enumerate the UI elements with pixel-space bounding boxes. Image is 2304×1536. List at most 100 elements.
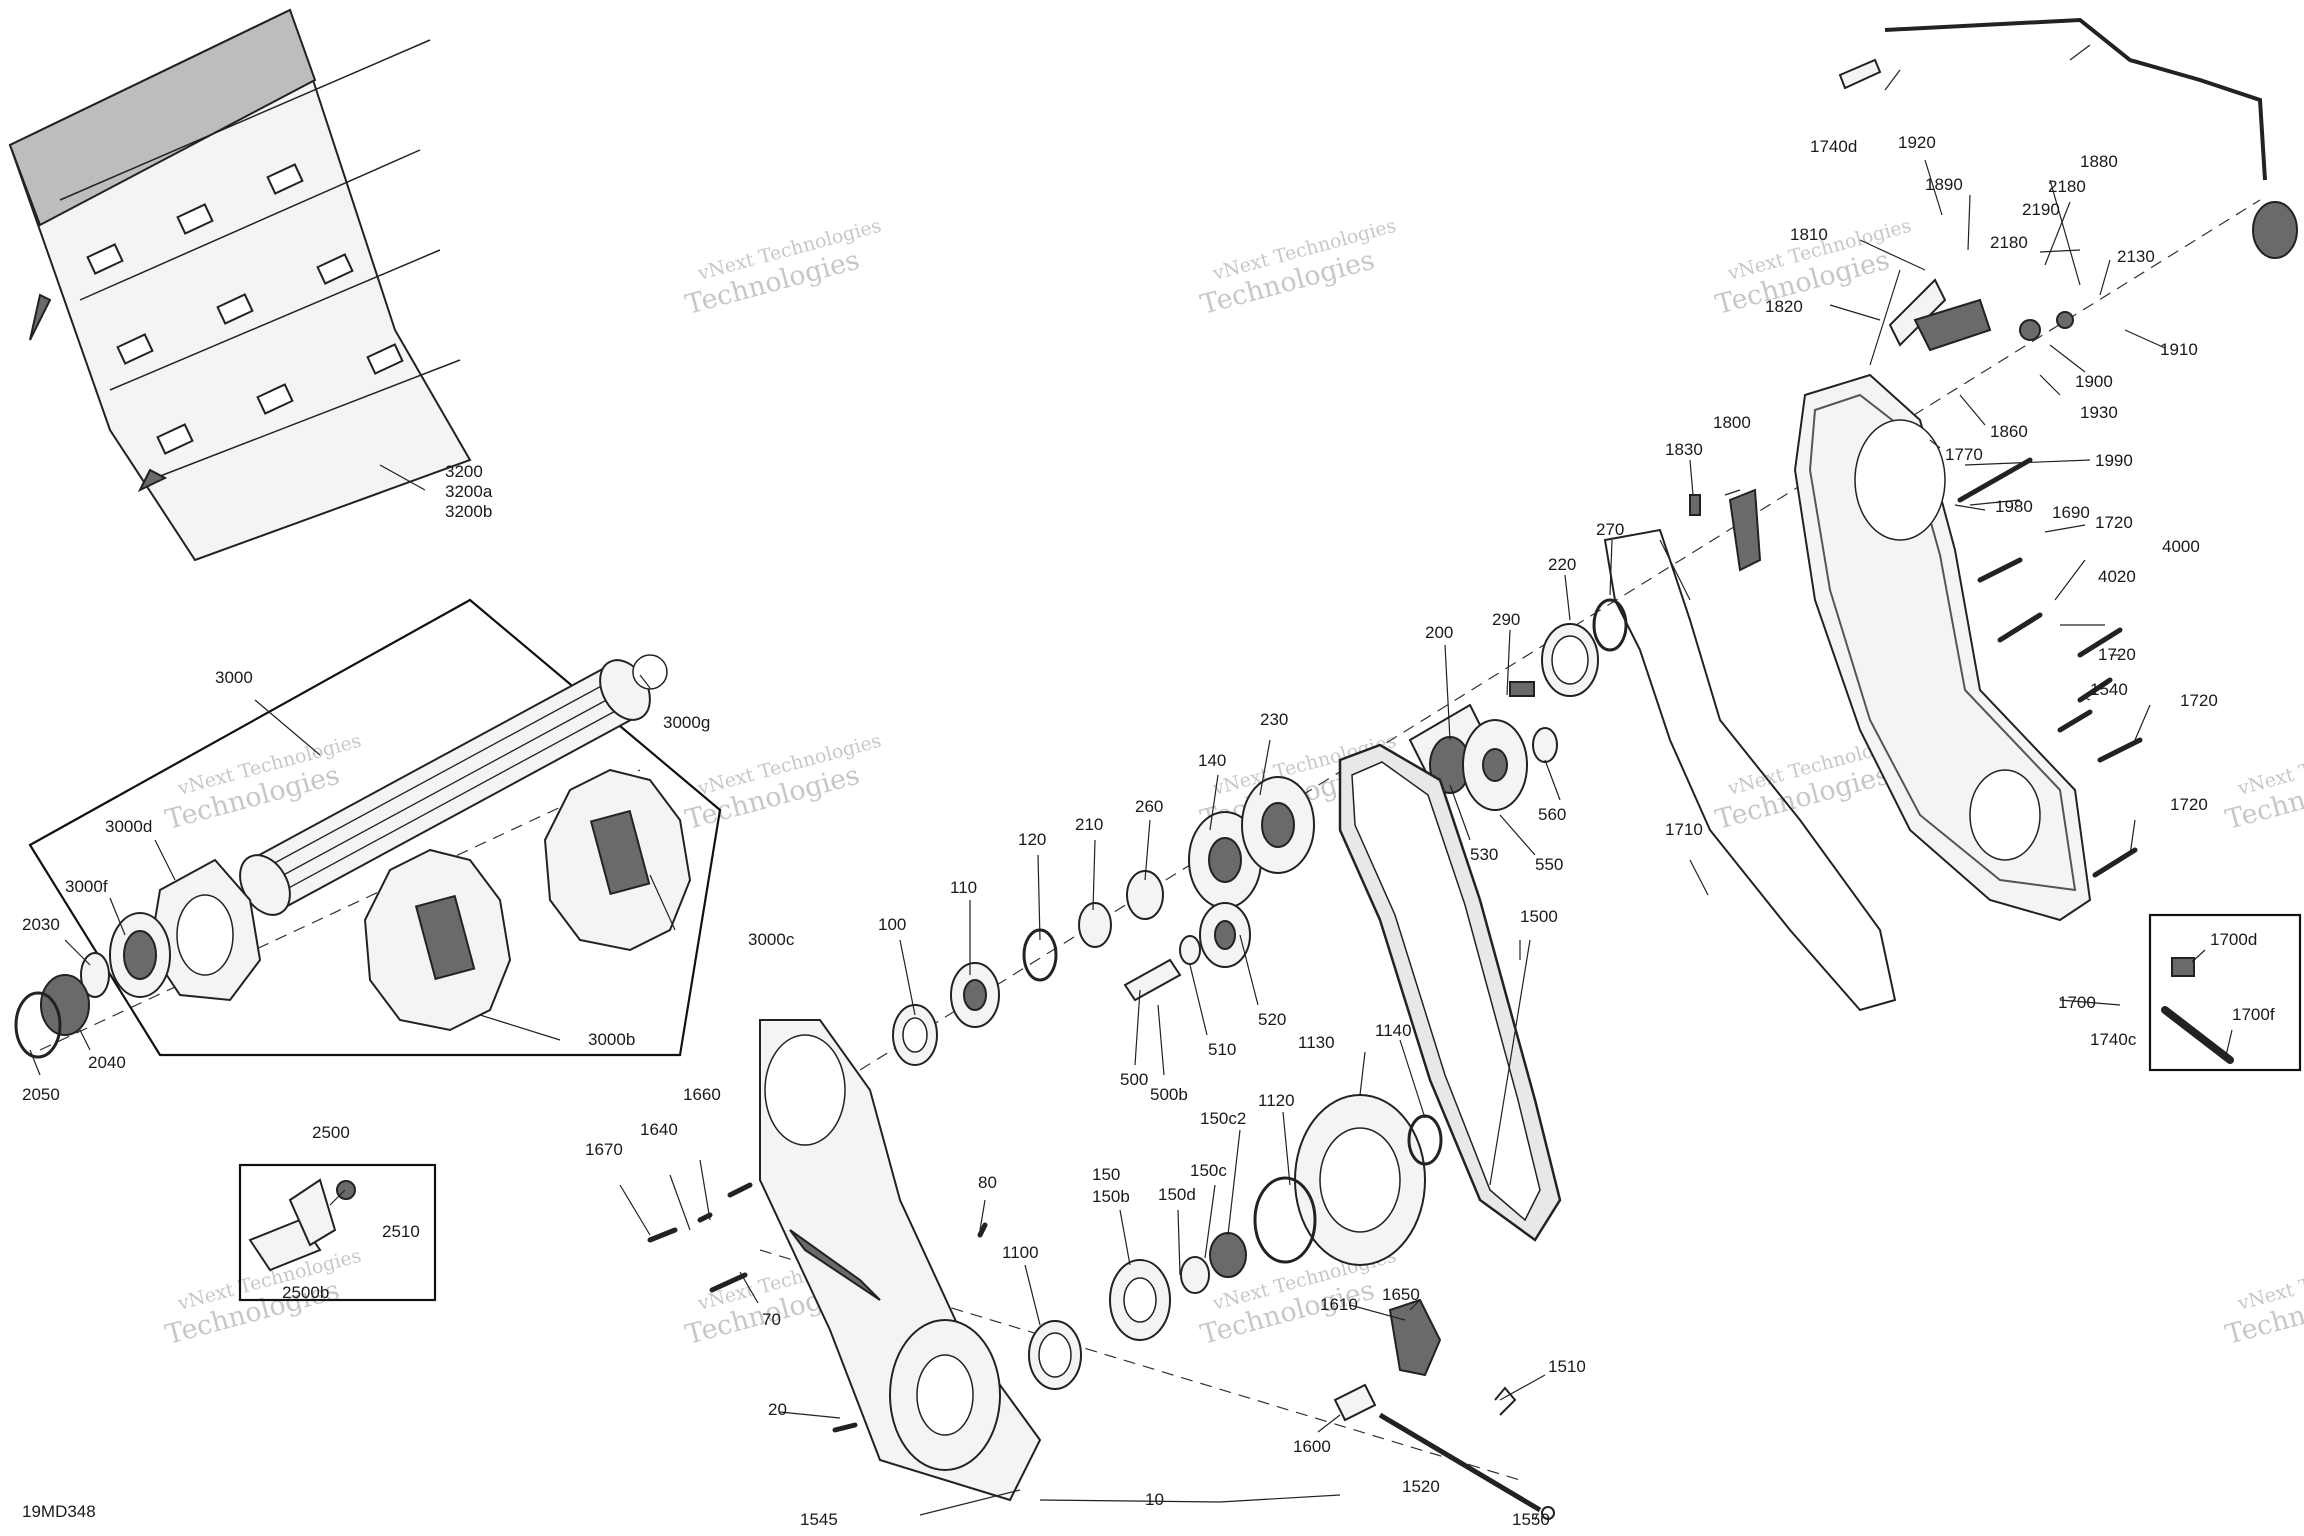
outer-chaincase-1700 xyxy=(1793,373,2092,922)
small-fasteners xyxy=(647,1182,988,1433)
callout-1610: 1610 xyxy=(1320,1295,1358,1314)
callout-520: 520 xyxy=(1258,1010,1286,1029)
callout-500b: 500b xyxy=(1150,1085,1188,1104)
callout-1700: 1700 xyxy=(2058,993,2096,1012)
callout-150b: 150b xyxy=(1092,1187,1130,1206)
cable-end-1740d xyxy=(1838,58,1882,90)
kit-box-1700 xyxy=(2148,913,2302,1072)
circlip-1140 xyxy=(1407,1114,1443,1166)
watermark: vNext Technologies Technologies xyxy=(2222,730,2304,836)
callout-150: 150 xyxy=(1092,1165,1120,1184)
callout-20: 20 xyxy=(768,1400,787,1419)
callout-1740d: 1740d xyxy=(1810,137,1857,156)
callout-3000f: 3000f xyxy=(65,877,108,896)
callout-1660: 1660 xyxy=(683,1085,721,1104)
callout-1500: 1500 xyxy=(1520,907,1558,926)
callout-1740c: 1740c xyxy=(2090,1030,2137,1049)
watermark: vNext Technologies Technologies xyxy=(1197,215,1398,321)
callout-260: 260 xyxy=(1135,797,1163,816)
bearing-220 xyxy=(1541,623,1599,697)
callout-150c: 150c xyxy=(1190,1161,1227,1180)
callout-1700f: 1700f xyxy=(2232,1005,2275,1024)
callout-1980: 1980 xyxy=(1995,497,2033,516)
callout-560: 560 xyxy=(1538,805,1566,824)
gear-230 xyxy=(1241,776,1315,874)
callout-1510: 1510 xyxy=(1548,1357,1586,1376)
callout-1770: 1770 xyxy=(1945,445,1983,464)
callout-2030: 2030 xyxy=(22,915,60,934)
callout-220: 220 xyxy=(1548,555,1576,574)
callout-2190: 2190 xyxy=(2022,200,2060,219)
circlip-1120 xyxy=(1253,1176,1317,1264)
callout-1800: 1800 xyxy=(1713,413,1751,432)
callout-4020: 4020 xyxy=(2098,567,2136,586)
bearing-110 xyxy=(950,962,1000,1028)
bolts-outer-cover xyxy=(1957,457,2143,878)
callout-2180-second: 2180 xyxy=(1990,233,2028,252)
callout-2500b: 2500b xyxy=(282,1283,329,1302)
callout-1600: 1600 xyxy=(1293,1437,1331,1456)
callout-1920: 1920 xyxy=(1898,133,1936,152)
washer-510 xyxy=(1179,935,1201,965)
callout-1930: 1930 xyxy=(2080,403,2118,422)
ring-210 xyxy=(1078,902,1112,948)
tensioner-150c xyxy=(1209,1232,1247,1278)
brake-lever-group xyxy=(1689,269,2074,572)
callout-1670: 1670 xyxy=(585,1140,623,1159)
callout-2500: 2500 xyxy=(312,1123,350,1142)
callout-1100: 1100 xyxy=(1002,1243,1039,1262)
leader-lines xyxy=(29,44,2233,1521)
bearing-3000f xyxy=(109,912,171,998)
ring-260 xyxy=(1126,870,1164,920)
callout-1890: 1890 xyxy=(1925,175,1963,194)
callout-1140: 1140 xyxy=(1375,1021,1412,1040)
circlip-270 xyxy=(1592,598,1628,652)
pin-1510 xyxy=(1494,1386,1517,1416)
track-3200 xyxy=(8,8,472,562)
callout-140: 140 xyxy=(1198,751,1226,770)
watermark: vNext Technologies Technologies xyxy=(682,730,883,836)
tensioner-1610 xyxy=(1388,1298,1442,1377)
callout-3000d: 3000d xyxy=(105,817,152,836)
clip-1550 xyxy=(1541,1506,1555,1520)
callout-270: 270 xyxy=(1596,520,1624,539)
callout-2130: 2130 xyxy=(2117,247,2155,266)
callout-1990: 1990 xyxy=(2095,451,2133,470)
gear-520 xyxy=(1199,902,1251,968)
callout-3200b: 3200b xyxy=(445,502,492,521)
callout-4000: 4000 xyxy=(2162,537,2200,556)
washer-560 xyxy=(1532,727,1558,763)
callout-80: 80 xyxy=(978,1173,997,1192)
drive-shaft-3000 xyxy=(239,654,668,916)
callout-2050: 2050 xyxy=(22,1085,60,1104)
inner-chaincase-10 xyxy=(759,1019,1042,1502)
callout-2040: 2040 xyxy=(88,1053,126,1072)
seal-100 xyxy=(892,1004,938,1066)
gear-1130 xyxy=(1294,1094,1426,1266)
callout-3000g: 3000g xyxy=(663,713,710,732)
hub-2040 xyxy=(40,974,90,1036)
tensioner-1600 xyxy=(1333,1383,1377,1422)
seal-1100 xyxy=(1028,1320,1082,1390)
callout-1540: 1540 xyxy=(2090,680,2128,699)
callout-2510: 2510 xyxy=(382,1222,420,1241)
callout-150d: 150d xyxy=(1158,1185,1196,1204)
callout-1720-second: 1720 xyxy=(2098,645,2136,664)
watermark: vNext Technologies Technologies xyxy=(682,215,883,321)
callout-1700d: 1700d xyxy=(2210,930,2257,949)
callout-100: 100 xyxy=(878,915,906,934)
upper-sprocket-550 xyxy=(1462,719,1528,811)
callout-10: 10 xyxy=(1145,1490,1164,1509)
callout-1520: 1520 xyxy=(1402,1477,1440,1496)
kit-box-3000 xyxy=(28,598,722,1057)
callout-110: 110 xyxy=(950,878,977,897)
callout-3000c: 3000c xyxy=(748,930,795,949)
guide-2500b xyxy=(248,1178,356,1272)
callout-1810: 1810 xyxy=(1790,225,1828,244)
callout-1130: 1130 xyxy=(1298,1033,1335,1052)
callout-1910: 1910 xyxy=(2160,340,2198,359)
rod-1520 xyxy=(1378,1412,1542,1513)
callout-200: 200 xyxy=(1425,623,1453,642)
callout-2180: 2180 xyxy=(2048,177,2086,196)
